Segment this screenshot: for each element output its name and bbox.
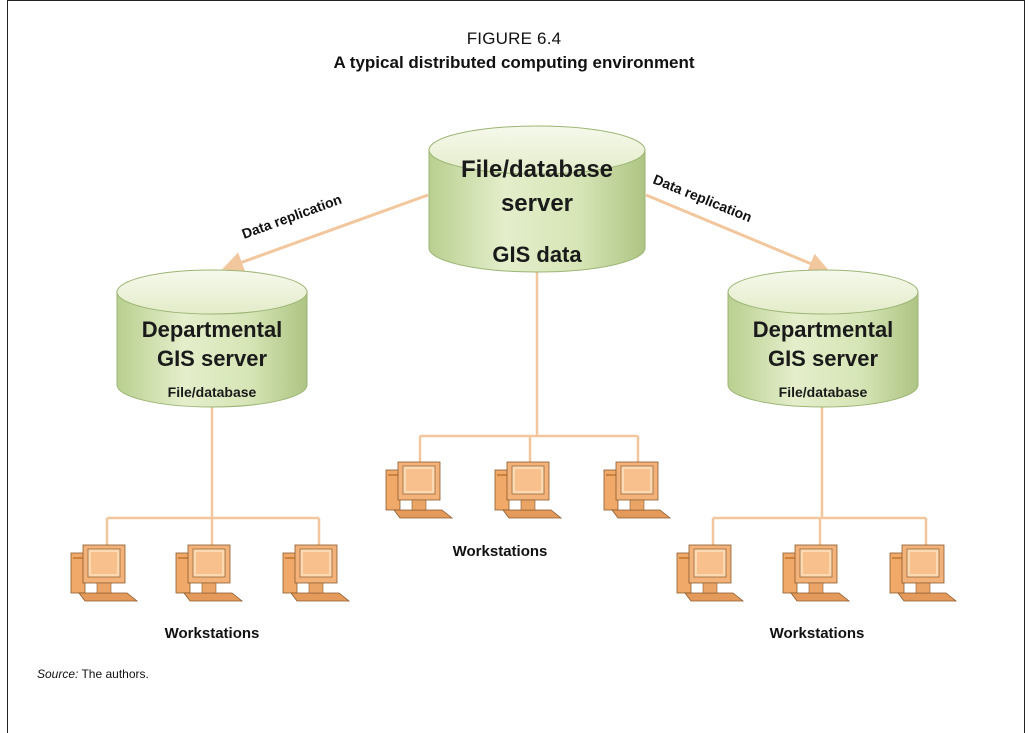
left-server-line1: Departmental xyxy=(142,317,283,342)
workstations-label-left: Workstations xyxy=(165,625,260,642)
workstation-icon xyxy=(385,461,453,519)
left-workstations xyxy=(70,544,350,602)
right-server-line3: File/database xyxy=(779,384,868,400)
figure-title: A typical distributed computing environm… xyxy=(333,53,695,72)
replication-label-left: Data replication xyxy=(240,191,344,242)
right-workstations xyxy=(676,544,957,602)
workstations-label-center: Workstations xyxy=(453,543,548,560)
replication-arrow-right xyxy=(645,193,830,274)
source-prefix: Source: xyxy=(37,667,79,681)
workstation-icon xyxy=(282,544,350,602)
central-server-line1: File/database xyxy=(461,156,613,183)
center-workstations xyxy=(385,461,671,519)
source-note: Source: The authors. xyxy=(37,667,149,681)
left-departmental-server: Departmental GIS server File/database xyxy=(116,269,308,408)
workstation-icon xyxy=(889,544,957,602)
right-departmental-server: Departmental GIS server File/database xyxy=(727,269,919,408)
source-text: The authors. xyxy=(78,667,149,681)
central-server: File/database server GIS data xyxy=(428,125,646,273)
workstations-label-right: Workstations xyxy=(770,625,865,642)
workstation-icon xyxy=(676,544,744,602)
workstation-icon xyxy=(494,461,562,519)
figure-frame xyxy=(7,0,1025,733)
central-server-line3: GIS data xyxy=(492,242,582,267)
workstation-icon xyxy=(70,544,138,602)
left-server-line2: GIS server xyxy=(157,346,268,371)
center-network-lines xyxy=(418,270,640,462)
right-server-line1: Departmental xyxy=(753,317,894,342)
left-server-line3: File/database xyxy=(168,384,257,400)
replication-arrow-left xyxy=(222,193,429,273)
workstation-icon xyxy=(782,544,850,602)
figure-number: FIGURE 6.4 xyxy=(466,29,562,48)
right-server-line2: GIS server xyxy=(768,346,879,371)
central-server-line2: server xyxy=(501,190,573,217)
workstation-icon xyxy=(175,544,243,602)
workstation-icon xyxy=(603,461,671,519)
